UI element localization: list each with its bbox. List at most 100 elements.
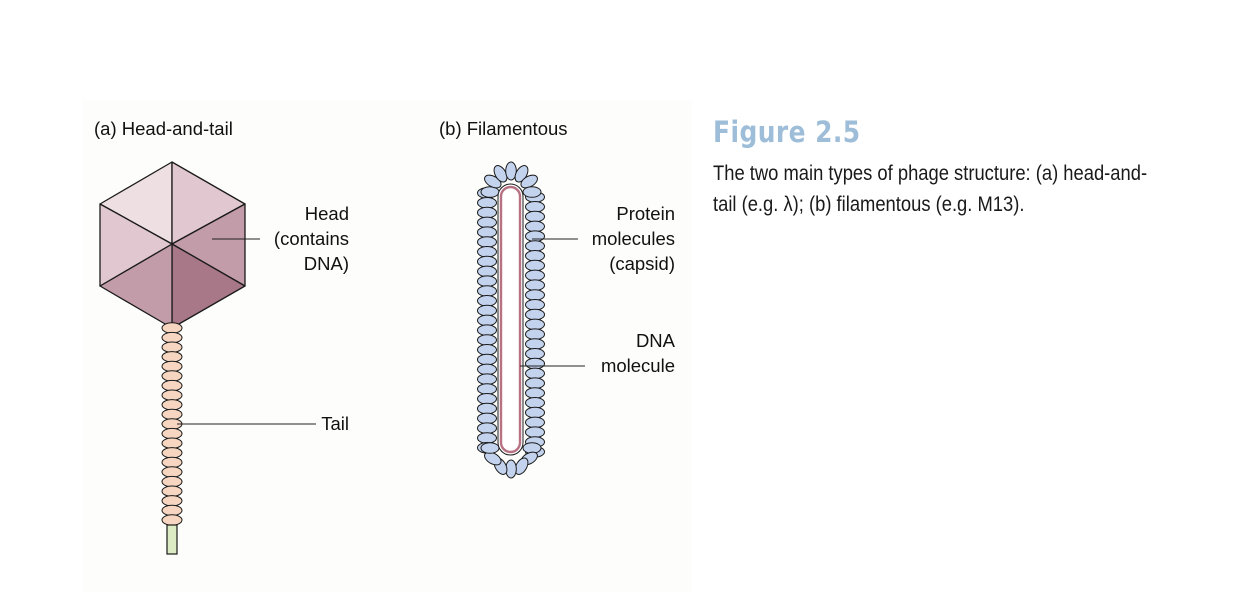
capsid-protein-subunit (477, 314, 497, 327)
capsid-protein-subunit (525, 426, 545, 439)
tail-segment (161, 379, 183, 392)
capsid-protein-subunit (480, 442, 500, 454)
protein-label-line3: (capsid) (609, 253, 675, 274)
capsid-protein-subunit (525, 318, 545, 331)
tail-segment (161, 360, 183, 373)
figure-caption-block: Figure 2.5 The two main types of phage s… (713, 112, 1213, 220)
capsid-protein-subunit (477, 422, 497, 435)
capsid-protein-subunit (525, 348, 545, 360)
tail-segment (161, 466, 183, 478)
filamentous-capsid (477, 161, 545, 479)
protein-label-line1: Protein (616, 203, 675, 224)
capsid-protein-subunit (477, 255, 497, 268)
tail-segment (161, 389, 183, 401)
tail-segment (161, 370, 183, 382)
capsid-protein-subunit (477, 265, 497, 278)
tail-segment (161, 351, 183, 363)
capsid-protein-subunit (525, 338, 545, 350)
capsid-protein-subunit (525, 201, 545, 213)
tail-segment (161, 475, 183, 488)
head-facet-left (99, 203, 173, 287)
protein-label-line2: molecules (592, 228, 675, 249)
capsid-protein-subunit (477, 363, 497, 376)
capsid-protein-subunit (525, 397, 545, 409)
capsid-protein-subunit (477, 432, 497, 444)
capsid-protein-subunit (477, 393, 497, 405)
capsid-protein-subunit (477, 373, 497, 386)
capsid-protein-subunit (477, 412, 497, 425)
capsid-protein-subunit (525, 416, 545, 429)
capsid-protein-subunit (520, 174, 538, 189)
capsid-protein-subunit (477, 236, 497, 248)
tail-segment (161, 495, 183, 507)
capsid-protein-subunit (477, 197, 497, 209)
capsid-protein-subunit (525, 299, 545, 311)
tail-segment (161, 447, 183, 459)
capsid-protein-subunit (525, 210, 545, 223)
capsid-protein-subunit (525, 230, 545, 242)
tail-segment (161, 341, 183, 353)
capsid-protein-subunit (525, 220, 545, 233)
capsid-protein-subunit (493, 165, 508, 183)
capsid-protein-subunit (477, 353, 497, 366)
capsid-protein-subunit (477, 285, 497, 297)
tail-base-plate (166, 524, 178, 555)
capsid-protein-subunit (525, 259, 545, 272)
capsid-protein-subunit (525, 357, 545, 370)
panel-a-title: (a) Head-and-tail (94, 118, 233, 139)
dna-label-line1: DNA (636, 330, 676, 351)
capsid-protein-subunit (525, 387, 545, 399)
capsid-protein-subunit (525, 250, 545, 262)
tail-segment (161, 331, 183, 344)
caption-line-2: tail (e.g. λ); (b) filamentous (e.g. M13… (713, 193, 1025, 216)
capsid-protein-subunit (477, 304, 497, 317)
phage-tail (161, 322, 183, 526)
dna-label-line2: molecule (601, 355, 675, 376)
tail-segment (161, 514, 183, 526)
tail-segment (161, 504, 183, 517)
tail-segment (161, 437, 183, 449)
tail-segment (161, 399, 183, 411)
head-label-line3: DNA) (304, 253, 349, 274)
capsid-protein-subunit (477, 216, 497, 229)
tail-segment (161, 427, 183, 440)
capsid-protein-subunit (484, 451, 502, 466)
capsid-protein-subunit (477, 334, 497, 346)
tail-segment (161, 322, 183, 334)
capsid-protein-subunit (477, 246, 497, 258)
figure-caption: The two main types of phage structure: (… (713, 158, 1203, 220)
capsid-protein-subunit (477, 402, 497, 415)
capsid-protein-subunit (477, 383, 497, 395)
tail-segment (161, 485, 183, 497)
capsid-protein-subunit (505, 161, 517, 181)
capsid-protein-subunit (525, 279, 545, 292)
figure-number: Figure 2.5 (713, 115, 861, 149)
caption-line-1: The two main types of phage structure: (… (713, 162, 1148, 185)
capsid-protein-subunit (477, 275, 497, 288)
capsid-protein-subunit (525, 269, 545, 282)
head-label-line2: (contains (274, 228, 349, 249)
capsid-protein-subunit (477, 344, 497, 356)
phage-head (99, 161, 246, 329)
capsid-protein-subunit (525, 406, 545, 419)
capsid-protein-subunit (525, 328, 545, 341)
dna-molecule-strand (499, 185, 522, 454)
tail-segment (161, 456, 183, 469)
capsid-protein-subunit (477, 324, 497, 337)
capsid-protein-subunit (525, 367, 545, 380)
capsid-protein-subunit (525, 308, 545, 321)
capsid-protein-subunit (525, 289, 545, 301)
capsid-protein-subunit (525, 240, 545, 252)
capsid-protein-subunit (514, 457, 529, 475)
capsid-interior (497, 183, 524, 456)
capsid-protein-subunit (477, 206, 497, 219)
tail-segment (161, 408, 183, 421)
panel-b-title: (b) Filamentous (439, 118, 568, 139)
capsid-protein-subunit (525, 377, 545, 390)
capsid-protein-subunit (522, 186, 542, 198)
head-label-line1: Head (305, 203, 349, 224)
capsid-protein-subunit (477, 226, 497, 238)
tail-label: Tail (321, 413, 349, 434)
